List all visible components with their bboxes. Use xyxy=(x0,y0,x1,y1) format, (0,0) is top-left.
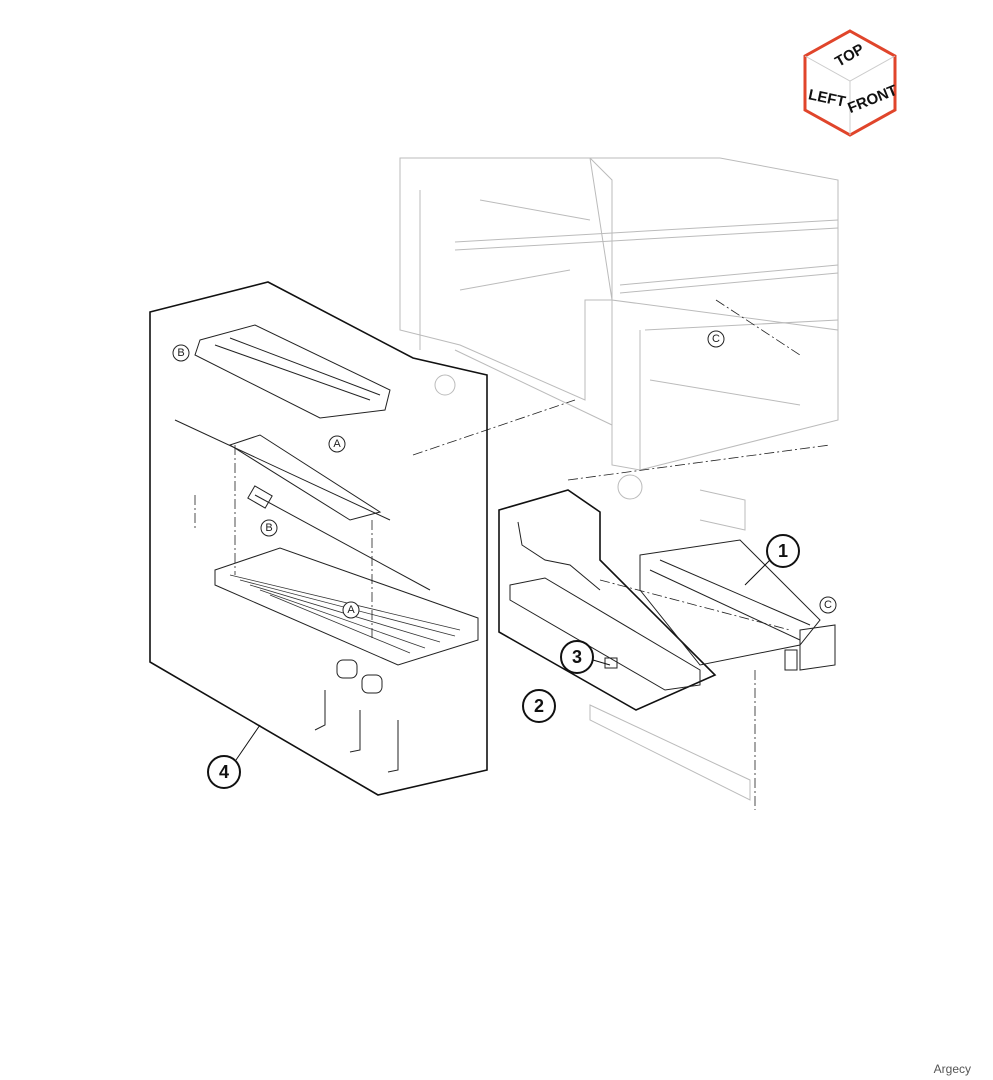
callout-3: 3 xyxy=(560,640,611,674)
assembly-panel-4 xyxy=(149,281,488,796)
svg-text:C: C xyxy=(712,333,720,345)
svg-text:2: 2 xyxy=(534,696,544,716)
svg-text:B: B xyxy=(265,522,272,534)
reference-c-right: C xyxy=(819,596,837,614)
svg-text:1: 1 xyxy=(778,541,788,561)
callout-2: 2 xyxy=(522,689,556,723)
leader-lines xyxy=(412,299,831,810)
printer-frame-ghost xyxy=(399,157,839,801)
svg-text:3: 3 xyxy=(572,647,582,667)
svg-text:4: 4 xyxy=(219,762,229,782)
reference-a-top: A xyxy=(328,435,346,453)
callout-1: 1 xyxy=(744,534,800,586)
svg-text:C: C xyxy=(824,599,832,611)
svg-text:A: A xyxy=(333,438,341,450)
manual-feed-parts xyxy=(174,324,479,773)
reference-c-frame: C xyxy=(707,330,725,348)
svg-text:B: B xyxy=(177,347,184,359)
callout-4: 4 xyxy=(207,724,261,789)
reference-b-lower: B xyxy=(260,519,278,537)
watermark-text: Argecy xyxy=(933,1062,971,1076)
svg-text:A: A xyxy=(347,604,355,616)
assembly-panel-2 xyxy=(498,489,717,711)
orientation-cube-icon: TOP LEFT FRONT xyxy=(803,29,900,137)
reference-b-top: B xyxy=(172,344,190,362)
reference-a-lower: A xyxy=(342,601,360,619)
sensor-harness-parts xyxy=(509,521,836,691)
